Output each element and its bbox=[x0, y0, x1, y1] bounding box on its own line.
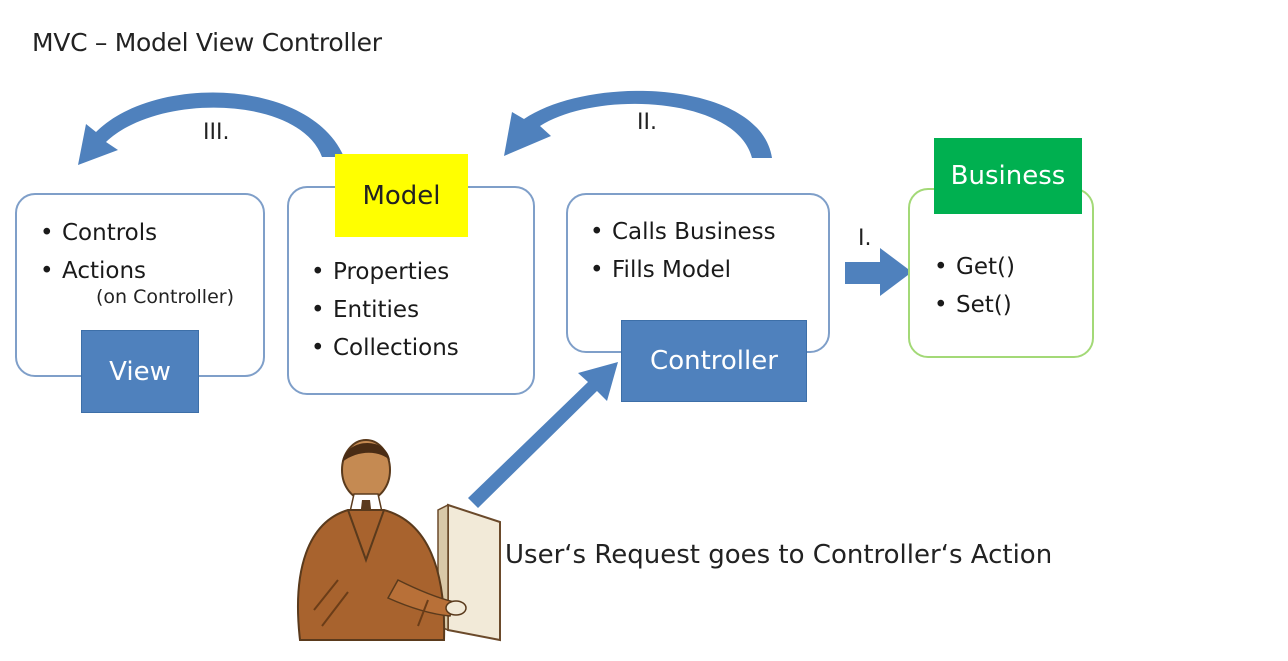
controller-label: Controller bbox=[621, 320, 807, 402]
model-label: Model bbox=[335, 154, 468, 237]
view-bullet-list: Controls Actions bbox=[40, 214, 157, 290]
step-one-label: I. bbox=[858, 226, 872, 251]
business-bullet-item: Set() bbox=[934, 286, 1015, 324]
model-bullet-item: Collections bbox=[311, 329, 459, 367]
view-bullet-item: Controls bbox=[40, 214, 157, 252]
user-at-computer-icon bbox=[297, 439, 501, 642]
user-request-caption: User‘s Request goes to Controller‘s Acti… bbox=[505, 540, 1053, 570]
business-bullet-item: Get() bbox=[934, 248, 1015, 286]
curved-arrow-step-two bbox=[504, 90, 772, 158]
business-label: Business bbox=[934, 138, 1082, 214]
step-two-label: II. bbox=[637, 110, 657, 135]
view-bullet-note: (on Controller) bbox=[96, 286, 234, 308]
model-bullet-item: Properties bbox=[311, 253, 459, 291]
controller-bullet-item: Fills Model bbox=[590, 251, 776, 289]
business-bullet-list: Get() Set() bbox=[934, 248, 1015, 324]
controller-bullet-list: Calls Business Fills Model bbox=[590, 213, 776, 289]
diagonal-arrow-user-request bbox=[468, 362, 618, 508]
curved-arrow-step-three bbox=[78, 92, 344, 165]
model-bullet-list: Properties Entities Collections bbox=[311, 253, 459, 367]
straight-arrow-step-one bbox=[845, 248, 912, 296]
view-bullet-item: Actions bbox=[40, 252, 157, 290]
controller-bullet-item: Calls Business bbox=[590, 213, 776, 251]
view-label: View bbox=[81, 330, 199, 413]
model-bullet-item: Entities bbox=[311, 291, 459, 329]
step-three-label: III. bbox=[203, 120, 230, 145]
diagram-title: MVC – Model View Controller bbox=[32, 28, 382, 57]
